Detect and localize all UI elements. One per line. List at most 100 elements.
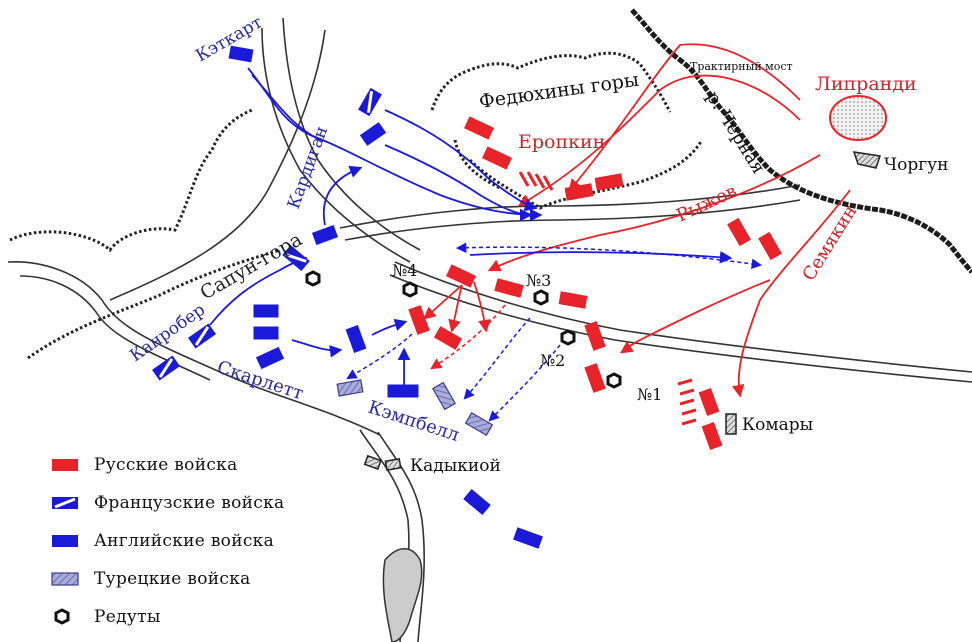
arrow-brigade-up <box>322 165 363 226</box>
legend-label: Французские войска <box>94 493 285 513</box>
arrow-russian-dashed <box>430 304 506 370</box>
english-unit-icon <box>52 535 78 547</box>
redoubt-icon <box>402 281 418 298</box>
arrow-r4-b <box>448 284 463 333</box>
russian-unit <box>584 363 606 393</box>
arrow-liprandi-west <box>517 74 801 207</box>
label-fedyukhin: Федюхины горы <box>478 69 641 113</box>
road-causeway <box>394 261 972 373</box>
russian-unit <box>698 388 720 416</box>
artillery-komary <box>677 378 697 426</box>
crest-sapun <box>9 108 253 253</box>
road-balaklava-inner <box>377 431 425 642</box>
french-units <box>152 87 382 381</box>
arrow-r4-a <box>423 284 463 320</box>
english-unit <box>359 122 387 146</box>
kadykioi-village-icon <box>363 454 402 472</box>
russian-unit <box>494 278 524 298</box>
road-north <box>261 27 411 263</box>
english-unit <box>463 488 491 516</box>
legend-label: Турецкие войска <box>94 569 251 589</box>
label-eropkin: Еропкин <box>518 131 605 153</box>
turkish-unit <box>336 379 364 397</box>
road-sapun-west <box>7 261 381 436</box>
label-redoubt-2: №2 <box>540 351 565 370</box>
russian-unit <box>701 422 723 450</box>
redoubts <box>305 270 622 389</box>
russian-unit <box>446 264 476 288</box>
crest-fedyukhin-south <box>468 139 704 210</box>
map-labels: Кэткарт Кардиган Сапун-гора Канробер Ска… <box>126 12 948 476</box>
arrow-cardigan-2 <box>384 144 533 222</box>
french-unit <box>358 87 382 117</box>
english-units <box>228 45 543 549</box>
arrow-scarlett-2 <box>371 318 408 336</box>
arrow-dashed-retreat-2 <box>463 317 531 400</box>
artillery-eropkin <box>518 171 554 191</box>
label-liprandi: Липранди <box>815 73 917 95</box>
balaklava-harbour <box>382 548 423 642</box>
road-woronzov-inner <box>344 199 801 241</box>
label-komary: Комары <box>742 415 813 435</box>
allied-dashed-arrows <box>346 242 763 422</box>
crest-fedyukhin-inner <box>453 139 501 190</box>
french-unit <box>188 323 216 349</box>
russian-unit <box>558 291 588 309</box>
russian-unit <box>594 173 624 191</box>
arrow-cathcart-2 <box>251 74 321 141</box>
arrow-cathcart <box>247 67 543 222</box>
russian-unit <box>482 146 512 170</box>
english-unit <box>228 45 254 63</box>
russian-unit <box>564 183 594 201</box>
crest-fedyukhin <box>430 51 672 113</box>
turkish-units <box>336 379 494 437</box>
legend-item-turkish: Турецкие войска <box>50 560 380 598</box>
english-unit <box>311 224 339 246</box>
road-sapun-west-inner <box>19 275 211 381</box>
redoubt-icon <box>560 329 576 346</box>
legend-item-english: Английские войска <box>50 522 380 560</box>
russian-artillery <box>518 171 697 426</box>
english-unit <box>253 304 279 318</box>
river-chernaya <box>630 8 972 274</box>
russian-unit <box>758 231 782 261</box>
label-river: р. Черная <box>702 88 769 178</box>
label-chorgun: Чоргун <box>884 155 949 175</box>
legend-item-russian: Русские войска <box>50 446 380 484</box>
redoubt-icon <box>305 270 321 287</box>
english-unit <box>255 346 285 370</box>
turkish-unit-icon <box>51 572 79 586</box>
turkish-unit <box>431 381 457 411</box>
arrow-dashed-retreat-1 <box>346 333 413 380</box>
english-unit <box>345 325 367 353</box>
chorgun-village-icon <box>852 151 881 169</box>
russian-unit <box>727 217 751 247</box>
arrow-semyakin-2 <box>619 279 771 354</box>
road-north-inner <box>282 17 421 251</box>
label-sapun: Сапун-гора <box>197 228 306 304</box>
turkish-unit <box>464 411 494 437</box>
komary-village-icon <box>725 413 737 435</box>
label-redoubt-4: №4 <box>392 261 417 280</box>
french-unit <box>282 244 310 272</box>
arrow-liprandi-north <box>568 43 801 192</box>
arrow-dashed-long <box>455 242 763 270</box>
arrow-dashed-retreat-3 <box>488 344 561 422</box>
russian-unit <box>433 326 463 350</box>
arrow-cardigan-1 <box>384 109 538 212</box>
russian-unit <box>464 116 494 140</box>
arrow-semyakin-1 <box>731 189 851 398</box>
map-legend: Русские войска Французские войска Англий… <box>50 446 380 636</box>
arrow-scarlett <box>291 339 343 358</box>
english-unit <box>253 326 279 340</box>
crest-sapun-lower <box>27 248 281 360</box>
legend-label: Английские войска <box>94 531 275 551</box>
russian-unit-icon <box>52 459 78 471</box>
legend-label: Редуты <box>94 607 161 627</box>
english-unit <box>513 527 543 549</box>
french-unit <box>152 355 180 381</box>
liprandi-camp <box>829 95 887 141</box>
russian-unit <box>408 305 430 335</box>
russian-units <box>408 116 782 450</box>
